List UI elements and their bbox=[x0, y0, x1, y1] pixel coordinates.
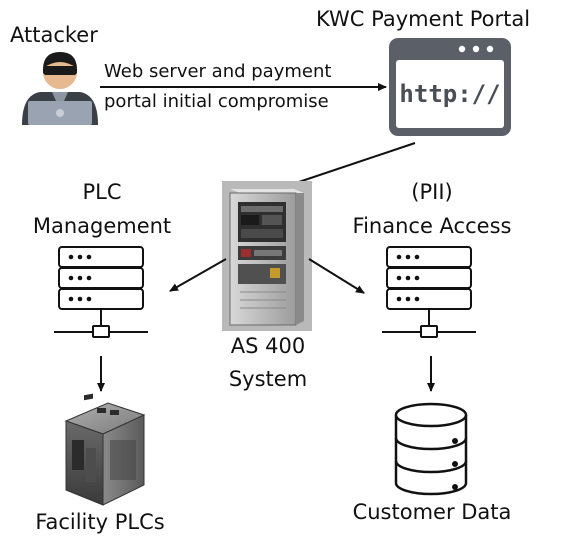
arrow-as400-to-plc-management bbox=[169, 258, 227, 292]
plc-management-label-line1: PLC bbox=[82, 180, 122, 204]
database-icon bbox=[394, 402, 468, 496]
plc-cube-icon bbox=[64, 393, 146, 506]
url-text: http:// bbox=[399, 80, 500, 108]
finance-label-line1: (PII) bbox=[411, 180, 453, 204]
edge-label-line2: portal initial compromise bbox=[104, 91, 329, 112]
customer-data-label: Customer Data bbox=[352, 500, 512, 524]
mainframe-server-icon bbox=[222, 181, 312, 331]
as400-label-line2: System bbox=[228, 367, 308, 391]
server-stack-icon bbox=[382, 246, 476, 338]
server-stack-icon bbox=[54, 246, 148, 338]
finance-label-line2: Finance Access bbox=[352, 214, 512, 238]
edge-label-line1: Web server and payment bbox=[104, 61, 332, 82]
as400-label-line1: AS 400 bbox=[230, 334, 306, 358]
arrow-as400-to-finance bbox=[308, 258, 365, 294]
attacker-label: Attacker bbox=[10, 23, 98, 47]
plc-management-label-line2: Management bbox=[32, 214, 172, 238]
hacker-icon bbox=[22, 52, 98, 125]
portal-label: KWC Payment Portal bbox=[316, 7, 531, 31]
browser-window-icon: http:// bbox=[389, 38, 511, 136]
facility-plcs-label: Facility PLCs bbox=[35, 510, 165, 534]
